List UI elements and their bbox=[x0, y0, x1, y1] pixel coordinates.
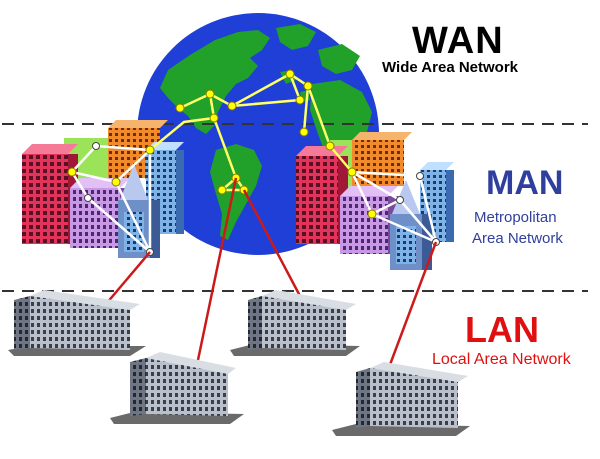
building-front bbox=[262, 296, 346, 350]
node bbox=[396, 196, 404, 204]
building-orange-right bbox=[352, 140, 404, 186]
man-subtitle-line1: Metropolitan bbox=[474, 209, 557, 226]
building-pink-left bbox=[22, 154, 68, 244]
building-pink-left-roof bbox=[22, 144, 78, 154]
wan-nodes bbox=[67, 69, 377, 219]
node bbox=[205, 89, 215, 99]
node bbox=[111, 177, 121, 187]
node bbox=[92, 142, 100, 150]
building-purple-right-roof bbox=[340, 186, 398, 196]
building-top bbox=[146, 352, 236, 374]
building-orange-right-roof bbox=[352, 132, 412, 140]
building-blue-tall-right-side bbox=[446, 170, 454, 242]
building-front bbox=[370, 368, 458, 428]
building-side bbox=[248, 296, 262, 350]
building-tower-left-side bbox=[150, 200, 160, 258]
building-blue-tall-right-roof bbox=[420, 162, 454, 170]
lan-title: LAN bbox=[465, 309, 539, 350]
building-top bbox=[30, 290, 140, 310]
node bbox=[145, 145, 155, 155]
wan-link-path-5 bbox=[302, 85, 310, 133]
wan-link-path-6 bbox=[329, 145, 353, 173]
building-blue-tall-left-side bbox=[176, 150, 184, 234]
building-side bbox=[356, 368, 370, 428]
continent-islands bbox=[280, 70, 310, 102]
lan-building-3 bbox=[230, 290, 360, 356]
building-purple-right bbox=[340, 196, 388, 254]
building-orange-left-roof bbox=[108, 120, 168, 128]
node bbox=[325, 141, 335, 151]
building-tower-right-side bbox=[422, 214, 432, 270]
continent-europe bbox=[318, 44, 360, 74]
building-side bbox=[14, 296, 30, 350]
lan-links bbox=[105, 177, 438, 371]
lan-link-2 bbox=[196, 177, 238, 361]
lan-building-4 bbox=[332, 362, 470, 436]
lan-subtitle: Local Area Network bbox=[432, 351, 571, 368]
building-side bbox=[130, 358, 146, 416]
node bbox=[209, 113, 219, 123]
man-link-left-2 bbox=[70, 171, 152, 253]
continent-south-america bbox=[210, 144, 262, 240]
continent-greenland bbox=[276, 24, 316, 50]
node bbox=[227, 101, 237, 111]
building-top bbox=[370, 362, 468, 382]
building-top bbox=[262, 290, 356, 310]
node bbox=[347, 167, 357, 177]
node bbox=[295, 95, 305, 105]
building-pink-right bbox=[296, 156, 338, 244]
node bbox=[299, 127, 309, 137]
node bbox=[84, 194, 92, 202]
node bbox=[67, 167, 77, 177]
node bbox=[367, 209, 377, 219]
lan-link-4 bbox=[386, 241, 438, 371]
node bbox=[217, 185, 227, 195]
building-tower-right-windows bbox=[396, 226, 416, 264]
man-buildings-right bbox=[296, 132, 454, 270]
wan-subtitle: Wide Area Network bbox=[382, 59, 519, 76]
node bbox=[303, 81, 313, 91]
wan-link-path-1 bbox=[179, 72, 332, 147]
building-front bbox=[146, 358, 228, 416]
lan-building-1 bbox=[8, 290, 146, 356]
lan-building-2 bbox=[110, 352, 244, 424]
node bbox=[416, 172, 424, 180]
man-title: MAN bbox=[486, 164, 564, 202]
building-tower-left-spire bbox=[120, 164, 148, 200]
building-front bbox=[30, 296, 130, 350]
building-tower-right-spire bbox=[392, 180, 420, 214]
node bbox=[175, 103, 185, 113]
node bbox=[285, 69, 295, 79]
continent-north-america bbox=[160, 30, 270, 134]
man-subtitle-line2: Area Network bbox=[472, 230, 563, 247]
wan-link-path-4 bbox=[149, 116, 215, 151]
wan-title: WAN bbox=[412, 20, 504, 62]
lan-link-3 bbox=[242, 189, 302, 297]
man-link-right-1 bbox=[350, 170, 403, 216]
lan-link-1 bbox=[105, 251, 151, 305]
